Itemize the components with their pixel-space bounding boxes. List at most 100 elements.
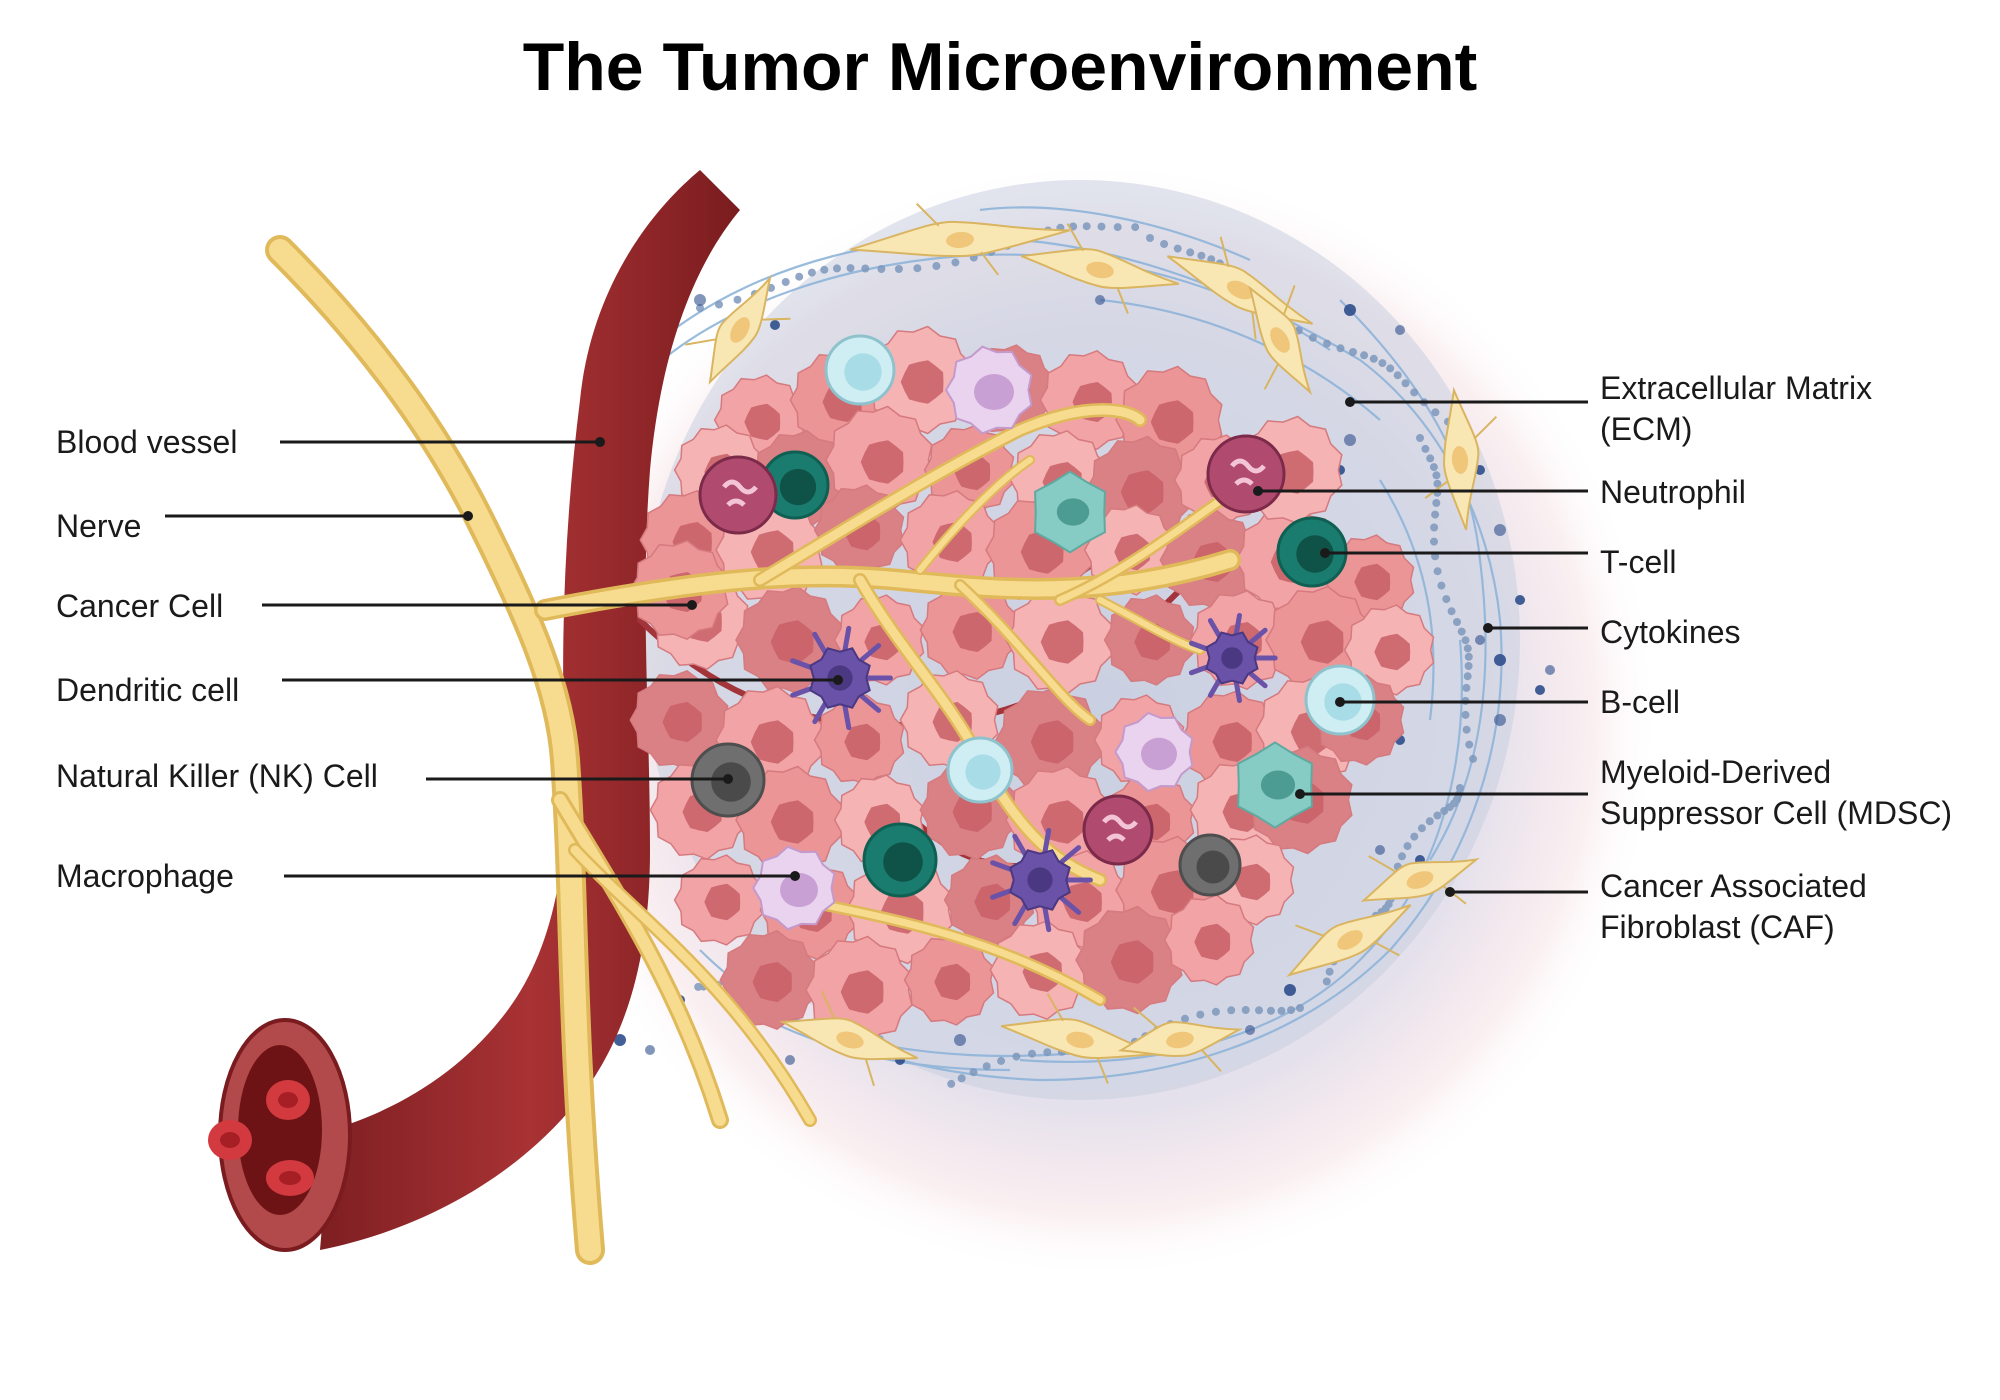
ecm-bead [1410,388,1419,397]
leader-dot [687,600,697,610]
ecm-bead [1360,351,1369,360]
cancer-cell [903,934,995,1026]
ecm-bead [1445,803,1454,812]
diagram-title: The Tumor Microenvironment [522,29,1478,105]
cancer-cell [919,579,1019,681]
cancer-cell [673,854,765,946]
ecm-bead [1462,725,1471,734]
cytokine [785,1055,795,1065]
ecm-bead [1386,364,1395,373]
cytokine [1344,434,1356,446]
ecm-bead [894,265,903,273]
ecm-bead [1277,1006,1286,1015]
ecm-bead [1433,567,1442,576]
ecm-bead [1401,379,1410,388]
ecm-bead [1447,607,1456,616]
cancer-cell [719,929,819,1031]
cancer-cell [1075,905,1183,1015]
ecm-bead [969,1068,978,1077]
label-ecm-line1: Extracellular Matrix [1600,370,1873,406]
neutrophil [698,455,778,535]
ecm-bead [997,1056,1006,1065]
blood-vessel-shape [320,170,740,1250]
leader-dot [790,871,800,881]
ecm-bead [1082,222,1091,231]
leader-dot [1445,887,1455,897]
label-mdsc: Myeloid-Derived Suppressor Cell (MDSC) [1600,752,1952,834]
caf-group [685,202,1498,1087]
red-blood-cell [208,1120,252,1160]
ecm-bead [1464,652,1473,661]
dendritic-cell [990,827,1093,933]
caf-cell [1000,993,1160,1084]
ecm-bead [1097,222,1106,231]
ecm-bead [1398,852,1406,861]
ecm-bead [733,295,742,304]
ecm-bead [1465,740,1474,749]
cancer-cell [629,669,729,771]
ecm-bead [1196,1010,1205,1019]
label-b-cell: B-cell [1600,684,1681,720]
cytokine [770,320,780,330]
cytokine [1545,665,1555,675]
ecm-bead [1197,251,1206,260]
ecm-bead [1181,1014,1189,1023]
label-mdsc-line2: Suppressor Cell (MDSC) [1600,795,1953,831]
ecm-bead [820,265,829,274]
ecm-bead [1308,333,1317,342]
ecm-bead [1456,784,1464,792]
ecm-bead [947,1079,956,1088]
cancer-cell [943,854,1035,946]
label-ecm: Extracellular Matrix (ECM) [1600,368,1872,450]
leader-dot [463,511,473,521]
label-cytokines: Cytokines [1600,614,1741,650]
ecm-bead [1421,444,1430,453]
b-cell [946,736,1014,804]
ecm-bead [1043,1048,1052,1057]
red-blood-cell [266,1080,310,1120]
ecm-bead [1322,977,1331,986]
ecm-bead [1462,683,1471,692]
cytokine [645,1045,655,1055]
ecm-bead [982,1062,991,1071]
nerve-shape [265,235,1256,1265]
ecm-bead [1336,344,1345,353]
ecm-bead [1186,248,1195,257]
nk-cell [1178,833,1242,897]
label-blood-vessel: Blood vessel [56,424,238,460]
ecm-bead [1430,523,1439,532]
ecm-bead [1433,811,1442,820]
ecm-bead [715,300,723,309]
ecm-bead [1160,240,1169,248]
caf-cell [850,202,1070,276]
leader-dot [1345,397,1355,407]
cytokine [614,1034,626,1046]
caf-cell [778,990,919,1087]
leader-dot [1483,623,1493,633]
cytokine [694,294,706,306]
cytokine [1475,635,1485,645]
label-dendritic-cell: Dendritic cell [56,672,240,708]
mdsc [1034,470,1106,554]
cytokine [1494,654,1506,666]
cancer-cell [1005,765,1113,875]
label-caf-line2: Fibroblast (CAF) [1600,909,1835,945]
leader-dot [1335,697,1345,707]
cytokine [1344,304,1356,316]
leader-dot [1253,486,1263,496]
cytokine [1535,685,1545,695]
ecm-bead [1432,499,1441,507]
caf-cell [1360,855,1480,905]
ecm-bead [1463,644,1472,653]
ecm-bead [1369,354,1378,363]
cytokine [1395,325,1405,335]
t-cell [862,822,938,898]
label-ecm-line2: (ECM) [1600,411,1693,447]
caf-cell [1424,386,1498,531]
blood-vessel-opening [208,1018,352,1252]
ecm-bead [795,272,804,281]
caf-cell [685,274,791,385]
ecm-bead [1012,1052,1021,1061]
